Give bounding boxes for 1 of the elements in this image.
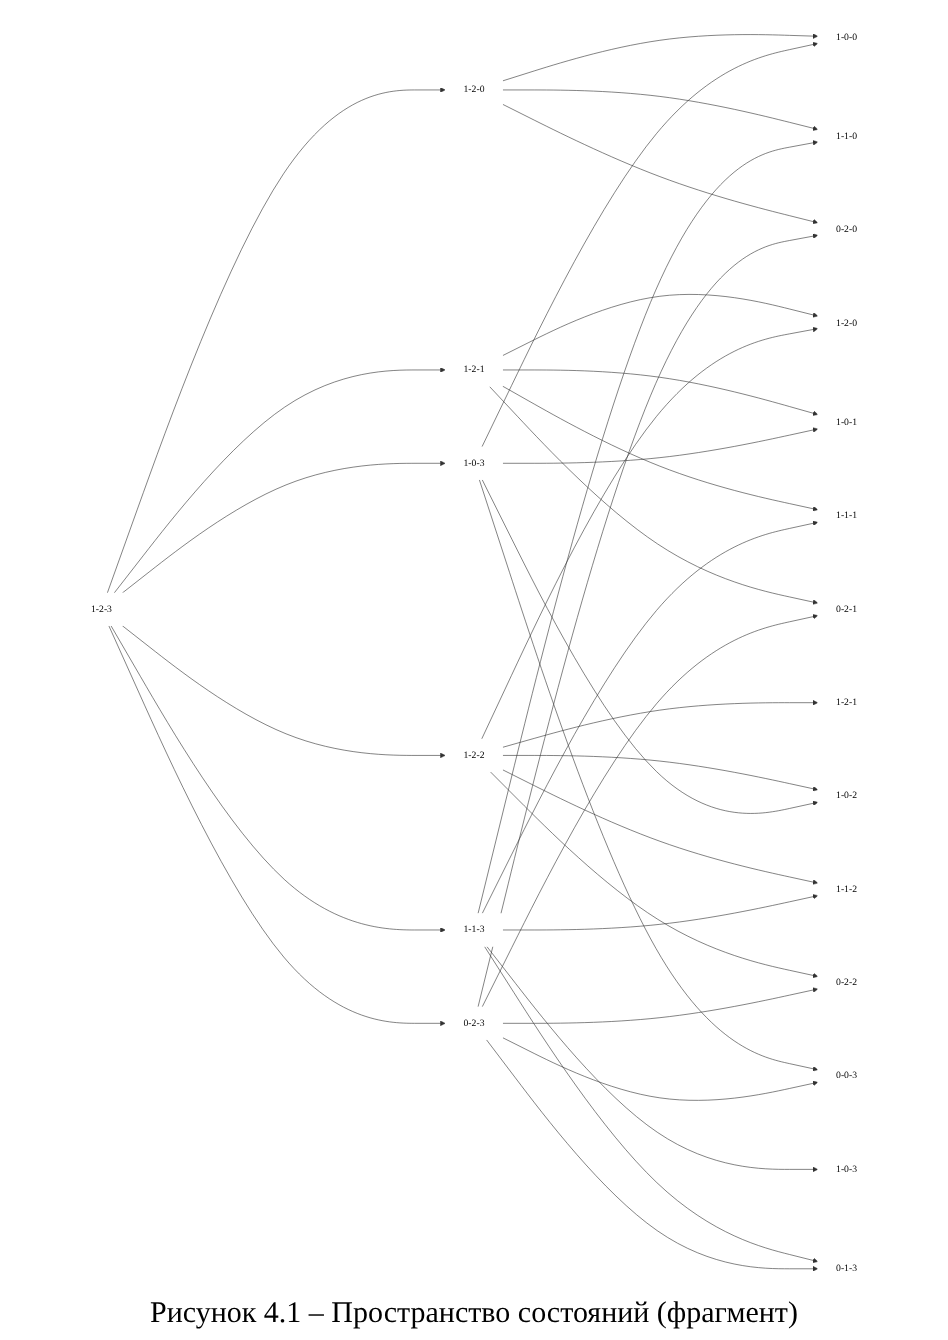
figure-caption: Рисунок 4.1 – Пространство состояний (фрагмент) <box>150 1298 798 1332</box>
